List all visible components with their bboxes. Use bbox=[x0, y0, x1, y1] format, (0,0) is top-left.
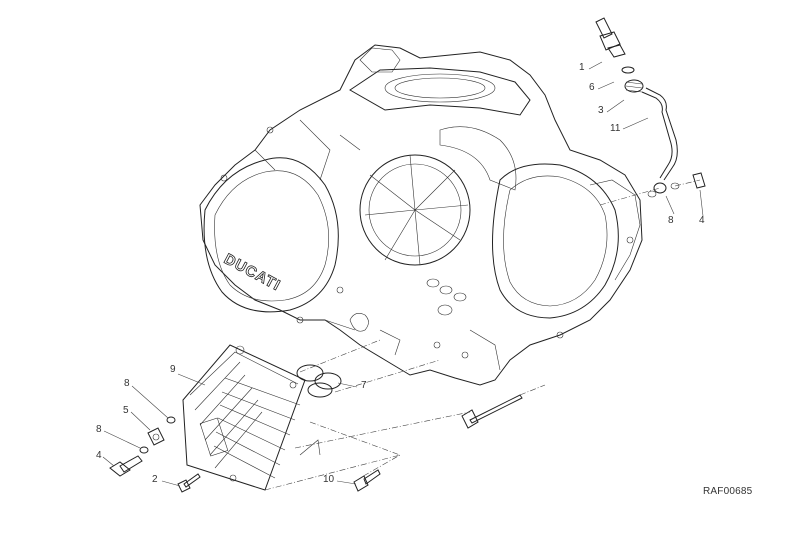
callout-6: 6 bbox=[589, 82, 595, 93]
washer-8-lower bbox=[139, 446, 149, 454]
ducati-logo: DUCATI bbox=[221, 250, 284, 295]
o-ring-set bbox=[296, 364, 342, 398]
bolt-2 bbox=[177, 473, 201, 493]
callout-8-lower-left: 8 bbox=[96, 424, 102, 435]
svg-text:DUCATI: DUCATI bbox=[221, 251, 283, 295]
callout-4-right: 4 bbox=[699, 215, 705, 226]
callout-1: 1 bbox=[579, 62, 585, 73]
callout-2: 2 bbox=[152, 474, 158, 485]
callout-8-right: 8 bbox=[668, 215, 674, 226]
callout-5: 5 bbox=[123, 405, 129, 416]
fitting-5 bbox=[147, 427, 165, 446]
callout-10: 10 bbox=[323, 474, 335, 485]
callout-4-left: 4 bbox=[96, 450, 102, 461]
long-stud bbox=[461, 394, 523, 429]
bolt-4-left bbox=[109, 455, 143, 477]
engine-crankcase bbox=[199, 44, 643, 386]
bolt-10 bbox=[353, 469, 381, 492]
callout-3: 3 bbox=[598, 105, 604, 116]
drawing-reference-code: RAF00685 bbox=[703, 486, 753, 497]
sensor-assembly bbox=[595, 17, 706, 198]
callout-9: 9 bbox=[170, 364, 176, 375]
washer-8-upper bbox=[166, 416, 176, 424]
callout-7: 7 bbox=[361, 380, 367, 391]
callout-11: 11 bbox=[610, 123, 621, 134]
oil-cooler bbox=[182, 344, 321, 491]
callout-8-upper-left: 8 bbox=[124, 378, 130, 389]
